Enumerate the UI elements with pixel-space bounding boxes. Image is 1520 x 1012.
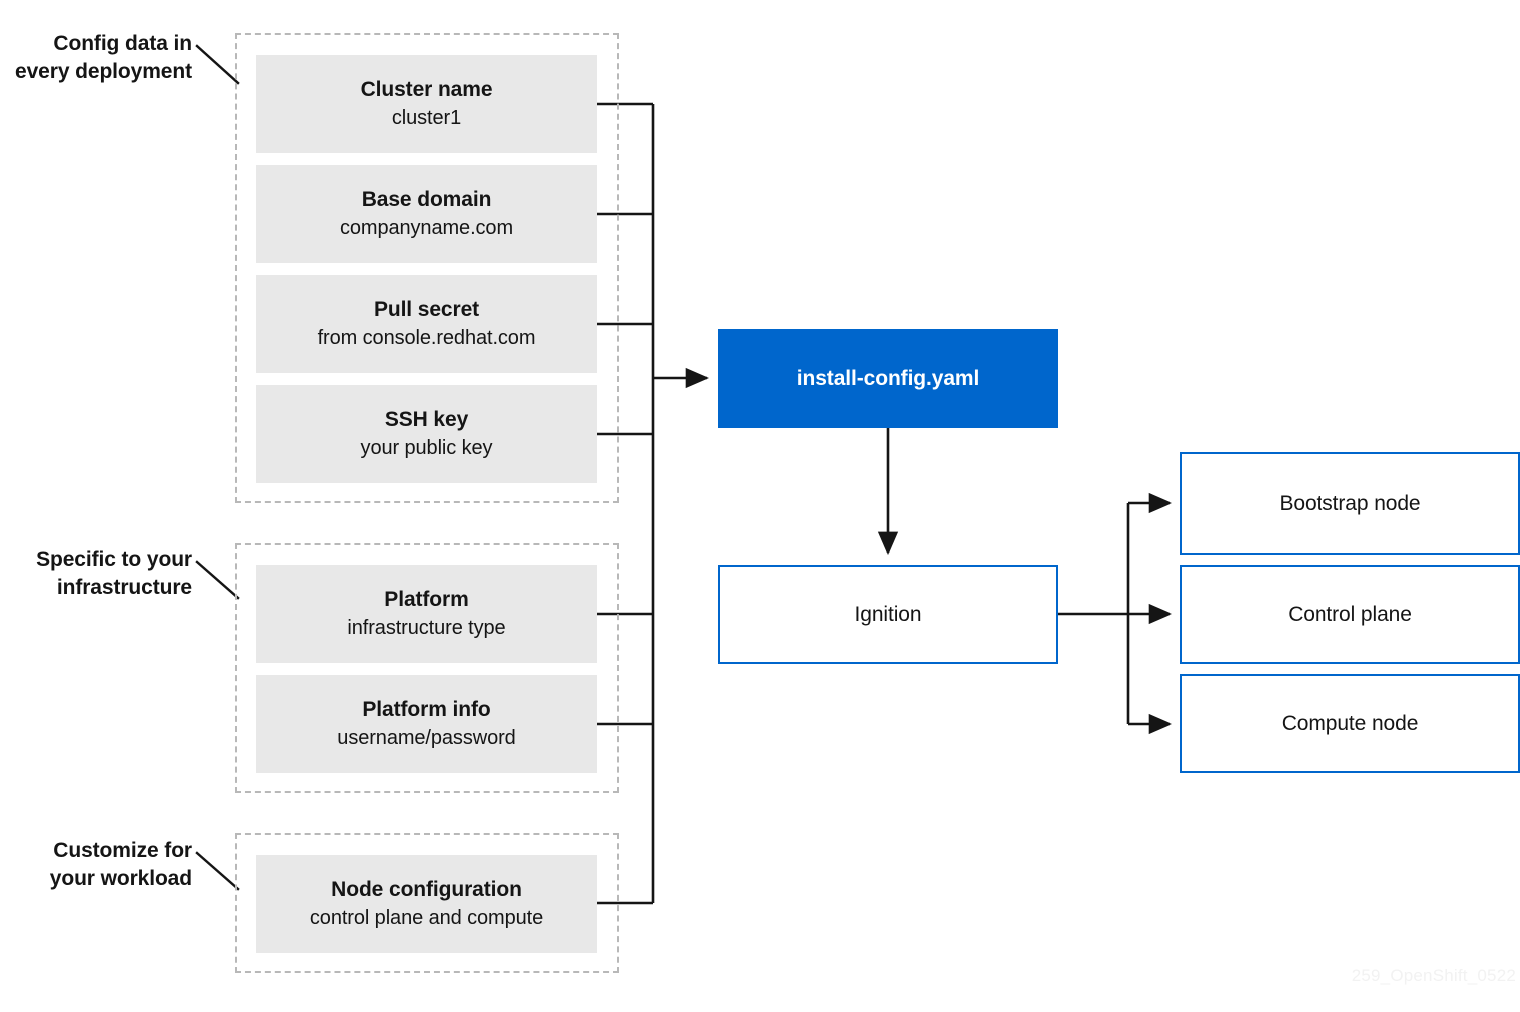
config-card-subtitle: your public key	[360, 437, 493, 460]
config-card-base-domain[interactable]: Base domain companyname.com	[256, 165, 597, 263]
config-card-title: SSH key	[384, 407, 469, 431]
node-compute-node[interactable]: Compute node	[1180, 674, 1520, 773]
watermark-label: 259_OpenShift_0522	[1351, 966, 1516, 985]
config-card-node-configuration[interactable]: Node configuration control plane and com…	[256, 855, 597, 953]
config-card-cluster-name[interactable]: Cluster name cluster1	[256, 55, 597, 153]
config-card-subtitle: control plane and compute	[309, 907, 544, 930]
config-card-ssh-key[interactable]: SSH key your public key	[256, 385, 597, 483]
node-control-plane[interactable]: Control plane	[1180, 565, 1520, 664]
group-caption-config-data: Config data in every deployment	[15, 32, 192, 83]
group-container-infrastructure	[235, 543, 619, 793]
group-container-workload	[235, 833, 619, 973]
config-card-title: Platform info	[362, 697, 491, 721]
group-container-config-data	[235, 33, 619, 503]
config-card-subtitle: companyname.com	[339, 217, 514, 240]
node-ignition[interactable]: Ignition	[718, 565, 1058, 664]
config-card-pull-secret[interactable]: Pull secret from console.redhat.com	[256, 275, 597, 373]
config-card-platform-info[interactable]: Platform info username/password	[256, 675, 597, 773]
group-caption-infrastructure: Specific to your infrastructure	[36, 548, 192, 599]
config-card-platform[interactable]: Platform infrastructure type	[256, 565, 597, 663]
config-card-title: Node configuration	[331, 877, 522, 901]
config-card-title: Pull secret	[373, 297, 480, 321]
config-card-subtitle: username/password	[337, 727, 516, 750]
config-card-subtitle: cluster1	[391, 107, 462, 130]
config-card-subtitle: from console.redhat.com	[317, 327, 536, 350]
config-card-title: Platform	[384, 587, 469, 611]
node-install-config-yaml[interactable]: install-config.yaml	[718, 329, 1058, 428]
node-bootstrap-node[interactable]: Bootstrap node	[1180, 452, 1520, 555]
config-card-title: Cluster name	[360, 77, 493, 101]
group-caption-workload: Customize for your workload	[49, 839, 192, 890]
config-card-subtitle: infrastructure type	[347, 617, 506, 640]
config-card-title: Base domain	[361, 187, 492, 211]
